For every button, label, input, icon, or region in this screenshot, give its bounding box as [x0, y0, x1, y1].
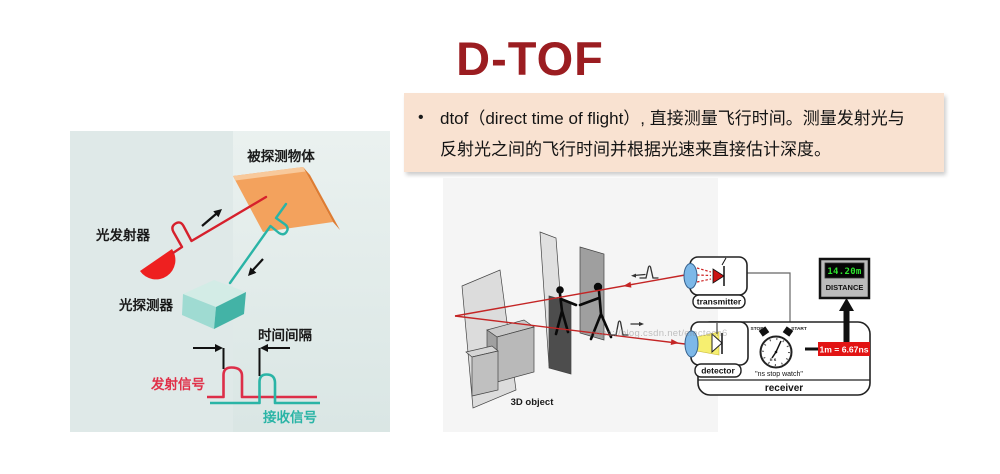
beam-outgoing [454, 274, 686, 317]
person-2-head [593, 282, 603, 292]
stopwatch-ns: n s [770, 357, 777, 362]
person-figures [554, 282, 613, 341]
detector-unit: detector [684, 321, 749, 378]
scene-dark-panel [548, 295, 572, 375]
emit-signal-waveform [207, 366, 317, 399]
stopwatch-stop-button [758, 326, 770, 337]
display-lcd [824, 262, 865, 279]
receiver-label: receiver [765, 383, 803, 394]
description-line-1: dtof（direct time of flight）, 直接测量飞行时间。测量… [440, 109, 905, 128]
sync-wire [747, 272, 791, 326]
stopwatch-ticks [762, 338, 790, 366]
detector-cube-top [183, 280, 246, 307]
tof-principle-diagram: 被探测物体 光发射器 光探测器 时间间隔 发射信号 接收信号 [70, 131, 390, 432]
scene-box-front [496, 326, 535, 383]
stopwatch: n s STOP START "ns stop watch" [751, 326, 807, 378]
detected-object-label: 被探测物体 [247, 148, 315, 164]
stopwatch-stop-label: STOP [751, 326, 765, 332]
watermark-text: https://blog.csdn.net/electech6 [590, 328, 728, 339]
display-arrow-shaft [843, 311, 850, 342]
description-line-2: 反射光之间的飞行时间并根据光速来直接估计深度。 [440, 140, 831, 159]
receive-signal-label: 接收信号 [263, 409, 317, 425]
detector-lens [684, 330, 699, 358]
scene-3d-object [461, 231, 605, 409]
person-1-body [554, 292, 578, 336]
beam-returning [454, 315, 686, 345]
tof-system-diagram: 3D object receiver n s STOP START "ns st… [443, 178, 871, 432]
beam-returning-arrow [670, 339, 679, 345]
display-arrow-head [839, 298, 854, 311]
receive-signal-waveform [210, 373, 320, 405]
transmitter-label: transmitter [697, 297, 742, 307]
transmitter-label-pill [692, 294, 746, 309]
detected-object-highlight [233, 167, 306, 181]
distance-value: 14.20m [827, 267, 862, 277]
pulse-glyph-returning [609, 320, 629, 336]
pulse-glyphs [609, 265, 659, 336]
return-beam [228, 202, 289, 285]
up-arrow-head [213, 209, 222, 218]
transmitter-lens [683, 263, 698, 289]
stopwatch-center [774, 350, 778, 354]
detector-label-pill [694, 363, 742, 378]
detector-cube-right [214, 292, 246, 329]
bullet-marker: • [418, 109, 424, 126]
photodiode-icon [711, 332, 723, 354]
beam-outgoing-arrow [623, 281, 632, 288]
light-emitter-shape [140, 249, 176, 280]
description-text: dtof（direct time of flight）, 直接测量飞行时间。测量… [440, 103, 934, 164]
conversion-label: 1m = 6.67ns [820, 345, 869, 355]
laser-diode-icon [712, 268, 725, 284]
detector-label: detector [701, 366, 735, 376]
outgoing-beam [171, 195, 268, 255]
interval-left-arrow-head [215, 344, 223, 352]
pulse-glyph-outgoing [639, 265, 659, 279]
laser-rays [696, 267, 712, 283]
description-box: • dtof（direct time of flight）, 直接测量飞行时间。… [404, 93, 944, 172]
person-1-head [556, 286, 564, 294]
person-2-body [578, 289, 613, 341]
scene-small-box-front [471, 350, 499, 397]
light-detector-label: 光探测器 [118, 297, 173, 313]
detected-object-face [233, 167, 333, 232]
distance-display: 14.20m DISTANCE [818, 257, 871, 300]
interval-right-arrow-head [260, 344, 268, 352]
emit-signal-label: 发射信号 [150, 376, 205, 392]
transmitter-unit: transmitter [683, 256, 748, 309]
page-title: D-TOF [456, 32, 604, 85]
down-arrow-head [248, 267, 257, 276]
stopwatch-caption: "ns stop watch" [755, 371, 803, 378]
stopwatch-start-label: START [791, 326, 807, 332]
detected-object-side [303, 167, 340, 230]
stopwatch-start-button [782, 326, 794, 337]
distance-label: DISTANCE [826, 283, 864, 292]
light-emitter-label: 光发射器 [95, 227, 150, 243]
scene-object-label: 3D object [511, 397, 555, 408]
conversion-badge [818, 342, 870, 356]
down-arrow-shaft [251, 258, 264, 272]
time-interval-label: 时间间隔 [258, 327, 312, 343]
laser-diode-arrow [721, 257, 727, 266]
detector-cube-left [182, 294, 216, 329]
pulse-arrow-returning-head [639, 321, 644, 327]
up-arrow-shaft [201, 213, 217, 227]
pulse-arrow-outgoing-head [631, 273, 636, 278]
